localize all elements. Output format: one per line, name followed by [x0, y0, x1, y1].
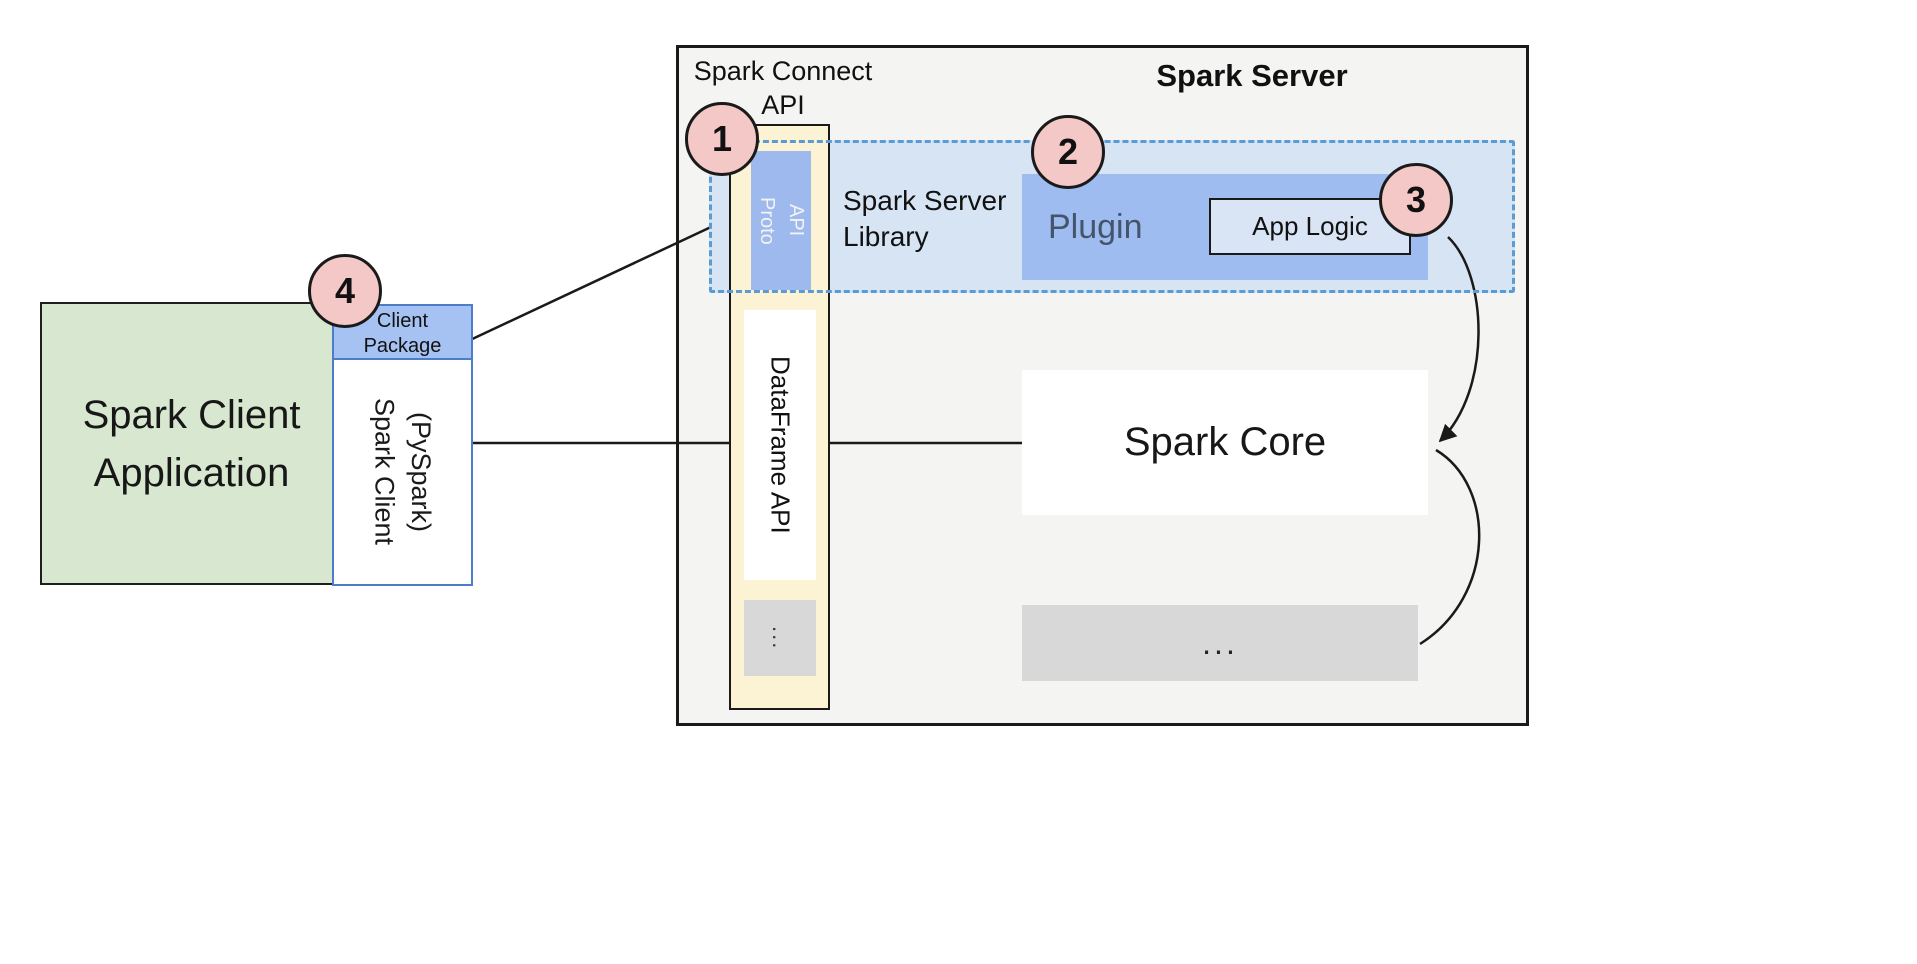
core-more-box: ...	[1022, 605, 1418, 681]
core-more-label: ...	[1202, 624, 1238, 661]
badge-4: 4	[308, 254, 382, 328]
spark-client-application-label: Spark Client Application	[82, 392, 301, 495]
api-stack-more-box: ...	[744, 600, 816, 676]
badge-3: 3	[1379, 163, 1453, 237]
proto-api-label: Proto API	[756, 196, 807, 245]
server-library-dashed-border	[709, 140, 1515, 293]
client-to-library-line	[467, 225, 712, 343]
spark-connect-api-label: Spark Connect API	[693, 56, 873, 120]
badge-2: 2	[1031, 115, 1105, 189]
app-logic-label: App Logic	[1252, 211, 1368, 241]
api-stack-more-label: ...	[768, 625, 793, 651]
dataframe-api-label: DataFrame API	[765, 356, 796, 534]
core-to-more-arc	[1419, 448, 1481, 646]
spark-core-label: Spark Core	[1123, 420, 1327, 464]
proto-api-box: Proto API	[751, 151, 811, 290]
spark-client-pyspark-label: Spark Client (PySpark)	[369, 398, 436, 546]
spark-core-box: Spark Core	[1022, 370, 1428, 515]
server-library-label: Spark Server Library	[843, 185, 1007, 253]
spark-client-pyspark-box: Spark Client (PySpark)	[332, 358, 473, 586]
client-package-box: Client Package	[332, 304, 473, 364]
dataframe-api-box: DataFrame API	[744, 310, 816, 580]
badge-1: 1	[685, 102, 759, 176]
spark-server-title: Spark Server	[1156, 58, 1348, 93]
plugin-label: Plugin	[1048, 207, 1143, 246]
client-package-label: Client Package	[363, 310, 442, 357]
applogic-to-core-arrow	[1438, 236, 1480, 443]
spark-client-application-box: Spark Client Application	[40, 302, 343, 585]
